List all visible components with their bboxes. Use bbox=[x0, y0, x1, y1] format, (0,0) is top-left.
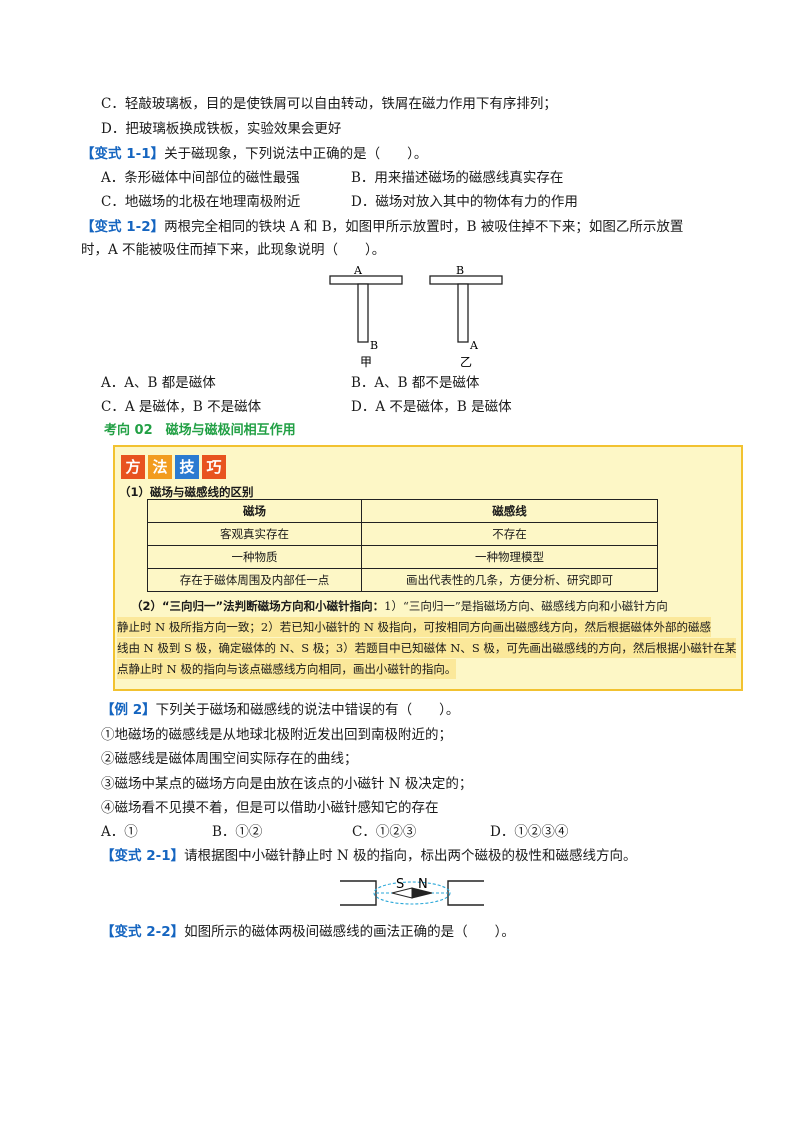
option-d: D．①②③④ bbox=[490, 824, 569, 840]
left-magnet-pole bbox=[340, 880, 377, 906]
statement-4: ④磁场看不见摸不着，但是可以借助小磁针感知它的存在 bbox=[101, 800, 439, 816]
table-row: 一种物质 一种物理模型 bbox=[146, 545, 658, 569]
option-a: A．条形磁体中间部位的磁性最强 bbox=[101, 170, 300, 186]
method-item2-title: （2）“三向归一”法判断磁场方向和小磁针指向： bbox=[131, 599, 385, 613]
option-b: B．①② bbox=[212, 824, 263, 840]
option-a: A．① bbox=[101, 824, 138, 840]
table-header: 磁感线 bbox=[361, 499, 658, 523]
example-tag: 【例 2】 bbox=[101, 702, 156, 718]
variant-tag: 【变式 2-1】 bbox=[101, 848, 185, 864]
badge-1: 方 bbox=[121, 455, 145, 479]
option-d: D．A 不是磁体，B 是磁体 bbox=[351, 399, 512, 415]
option-c: C．①②③ bbox=[352, 824, 417, 840]
badge-4: 巧 bbox=[202, 455, 226, 479]
needle-n-label: N bbox=[418, 877, 428, 892]
option-d: D．磁场对放入其中的物体有力的作用 bbox=[351, 194, 578, 210]
option-d-top: D．把玻璃板换成铁板，实验效果会更好 bbox=[101, 121, 342, 137]
option-a: A．A、B 都是磁体 bbox=[101, 375, 216, 391]
variant-1-2-question: 【变式 1-2】两根完全相同的铁块 A 和 B，如图甲所示放置时，B 被吸住掉不… bbox=[81, 217, 683, 237]
field-line-outer bbox=[373, 881, 451, 905]
variant-1-2-question-cont: 时，A 不能被吸住而掉下来，此现象说明（ ）。 bbox=[81, 242, 386, 258]
label-bottom-yi: A bbox=[469, 339, 479, 352]
comparison-table: 磁场 磁感线 客观真实存在 不存在 一种物质 一种物理模型 存在于磁体周围及内部… bbox=[146, 499, 658, 592]
method-item2-line1: （2）“三向归一”法判断磁场方向和小磁针指向：1）“三向归一”是指磁场方向、磁感… bbox=[131, 596, 668, 616]
option-c: C．A 是磁体，B 不是磁体 bbox=[101, 399, 262, 415]
statement-1: ①地磁场的磁感线是从地球北极附近发出回到南极附近的； bbox=[101, 727, 452, 743]
variant-1-1-question: 【变式 1-1】关于磁现象，下列说法中正确的是（ ）。 bbox=[81, 144, 427, 164]
caption-jia: 甲 bbox=[360, 355, 372, 369]
block-b-horizontal bbox=[429, 275, 503, 285]
block-b-vertical bbox=[357, 283, 369, 343]
iron-blocks-figure: A B 甲 B A 乙 bbox=[329, 264, 503, 369]
variant-tag: 【变式 1-2】 bbox=[81, 219, 165, 235]
statement-3: ③磁场中某点的磁场方向是由放在该点的小磁针 N 极决定的； bbox=[101, 776, 473, 792]
section-heading: 考向 02 磁场与磁极间相互作用 bbox=[104, 423, 296, 438]
block-a-horizontal bbox=[329, 275, 403, 285]
question-text: 关于磁现象，下列说法中正确的是（ ）。 bbox=[164, 146, 428, 162]
method-item2-line2: 静止时 N 极所指方向一致；2）若已知小磁针的 N 极指向，可按相同方向画出磁感… bbox=[117, 617, 712, 637]
table-cell: 一种物理模型 bbox=[361, 545, 658, 569]
variant-2-1-question: 【变式 2-1】请根据图中小磁针静止时 N 极的指向，标出两个磁极的极性和磁感线… bbox=[101, 846, 637, 866]
label-top-jia: A bbox=[353, 264, 363, 277]
caption-yi: 乙 bbox=[460, 355, 472, 369]
variant-tag: 【变式 1-1】 bbox=[81, 146, 165, 162]
method-item2-line4: 点静止时 N 极的指向与该点磁感线方向相同，画出小磁针的指向。 bbox=[117, 659, 457, 679]
table-cell: 客观真实存在 bbox=[146, 522, 363, 546]
option-b: B．用来描述磁场的磁感线真实存在 bbox=[351, 170, 564, 186]
table-cell: 一种物质 bbox=[146, 545, 363, 569]
table-header-row: 磁场 磁感线 bbox=[146, 499, 658, 523]
question-text: 请根据图中小磁针静止时 N 极的指向，标出两个磁极的极性和磁感线方向。 bbox=[184, 848, 637, 864]
block-a-vertical bbox=[457, 283, 469, 343]
table-row: 存在于磁体周围及内部任一点 画出代表性的几条，方便分析、研究即可 bbox=[146, 568, 658, 592]
right-magnet-pole bbox=[447, 880, 484, 906]
question-text: 如图所示的磁体两极间磁感线的画法正确的是（ ）。 bbox=[184, 924, 515, 940]
statement-2: ②磁感线是磁体周围空间实际存在的曲线； bbox=[101, 751, 358, 767]
label-top-yi: B bbox=[456, 264, 464, 277]
table-header: 磁场 bbox=[146, 499, 363, 523]
label-bottom-jia: B bbox=[370, 339, 378, 352]
badge-3: 技 bbox=[175, 455, 199, 479]
question-text: 两根完全相同的铁块 A 和 B，如图甲所示放置时，B 被吸住掉不下来；如图乙所示… bbox=[164, 219, 684, 235]
table-cell: 不存在 bbox=[361, 522, 658, 546]
method-item2-text: 1）“三向归一”是指磁场方向、磁感线方向和小磁针方向 bbox=[384, 599, 668, 613]
method-item2-line3: 线由 N 极到 S 极，确定磁体的 N、S 极；3）若题目中已知磁体 N、S 极… bbox=[117, 638, 737, 658]
variant-tag: 【变式 2-2】 bbox=[101, 924, 185, 940]
example-2-question: 【例 2】下列关于磁场和磁感线的说法中错误的有（ ）。 bbox=[101, 700, 459, 720]
table-cell: 存在于磁体周围及内部任一点 bbox=[146, 568, 363, 592]
needle-s-label: S bbox=[396, 877, 404, 892]
table-cell: 画出代表性的几条，方便分析、研究即可 bbox=[361, 568, 658, 592]
badge-2: 法 bbox=[148, 455, 172, 479]
question-text: 下列关于磁场和磁感线的说法中错误的有（ ）。 bbox=[155, 702, 460, 718]
option-c: C．地磁场的北极在地理南极附近 bbox=[101, 194, 301, 210]
table-row: 客观真实存在 不存在 bbox=[146, 522, 658, 546]
magnet-needle-figure: S N bbox=[340, 877, 484, 906]
option-c-top: C．轻敲玻璃板，目的是使铁屑可以自由转动，铁屑在磁力作用下有序排列； bbox=[101, 96, 557, 112]
option-b: B．A、B 都不是磁体 bbox=[351, 375, 480, 391]
variant-2-2-question: 【变式 2-2】如图所示的磁体两极间磁感线的画法正确的是（ ）。 bbox=[101, 922, 515, 942]
method-item1-title: （1）磁场与磁感线的区别 bbox=[119, 485, 254, 499]
needle-n-half bbox=[411, 887, 433, 899]
